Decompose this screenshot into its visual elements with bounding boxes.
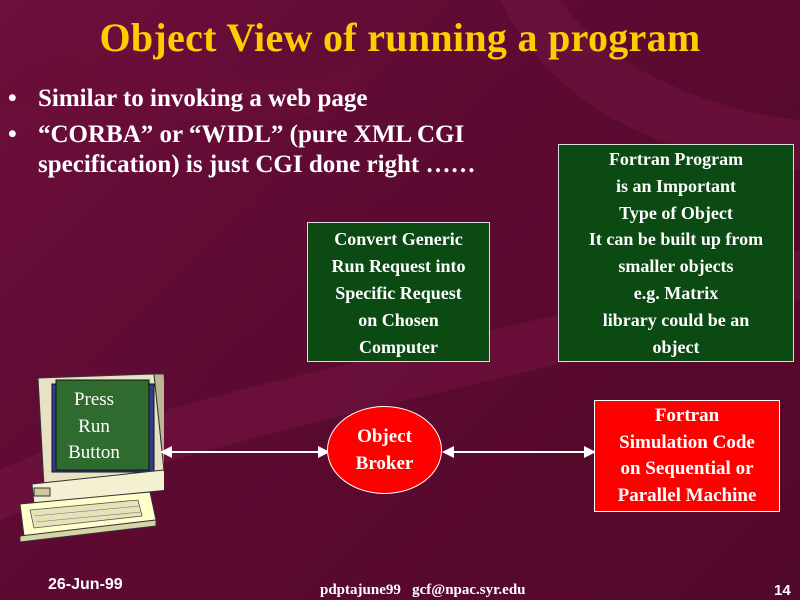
run-button-label: Press Run Button	[68, 389, 120, 463]
double-arrow-icon	[442, 446, 596, 458]
footer-center-text: pdptajune99 gcf@npac.syr.edu	[320, 582, 526, 598]
footer-page-number: 14	[774, 582, 791, 599]
slide-title: Object View of running a program	[99, 15, 701, 60]
bullet-marker: •	[8, 121, 17, 148]
footer-date: 26-Jun-99	[48, 576, 123, 593]
bullet-item: • Similar to invoking a web page	[8, 84, 568, 114]
bullet-text: “CORBA” or “WIDL” (pure XML CGI specific…	[38, 121, 476, 178]
fortran-program-box: Fortran Program is an Important Type of …	[558, 144, 794, 362]
object-broker-ellipse: Object Broker	[327, 406, 442, 494]
convert-request-box: Convert Generic Run Request into Specifi…	[307, 222, 490, 362]
simulation-code-box: Fortran Simulation Code on Sequential or…	[594, 400, 780, 512]
bullet-list: • Similar to invoking a web page • “CORB…	[8, 84, 568, 186]
bullet-item: • “CORBA” or “WIDL” (pure XML CGI specif…	[8, 120, 568, 180]
computer-icon	[19, 373, 164, 543]
double-arrow-icon	[160, 446, 330, 458]
bullet-text: Similar to invoking a web page	[38, 85, 368, 112]
bullet-marker: •	[8, 85, 17, 112]
